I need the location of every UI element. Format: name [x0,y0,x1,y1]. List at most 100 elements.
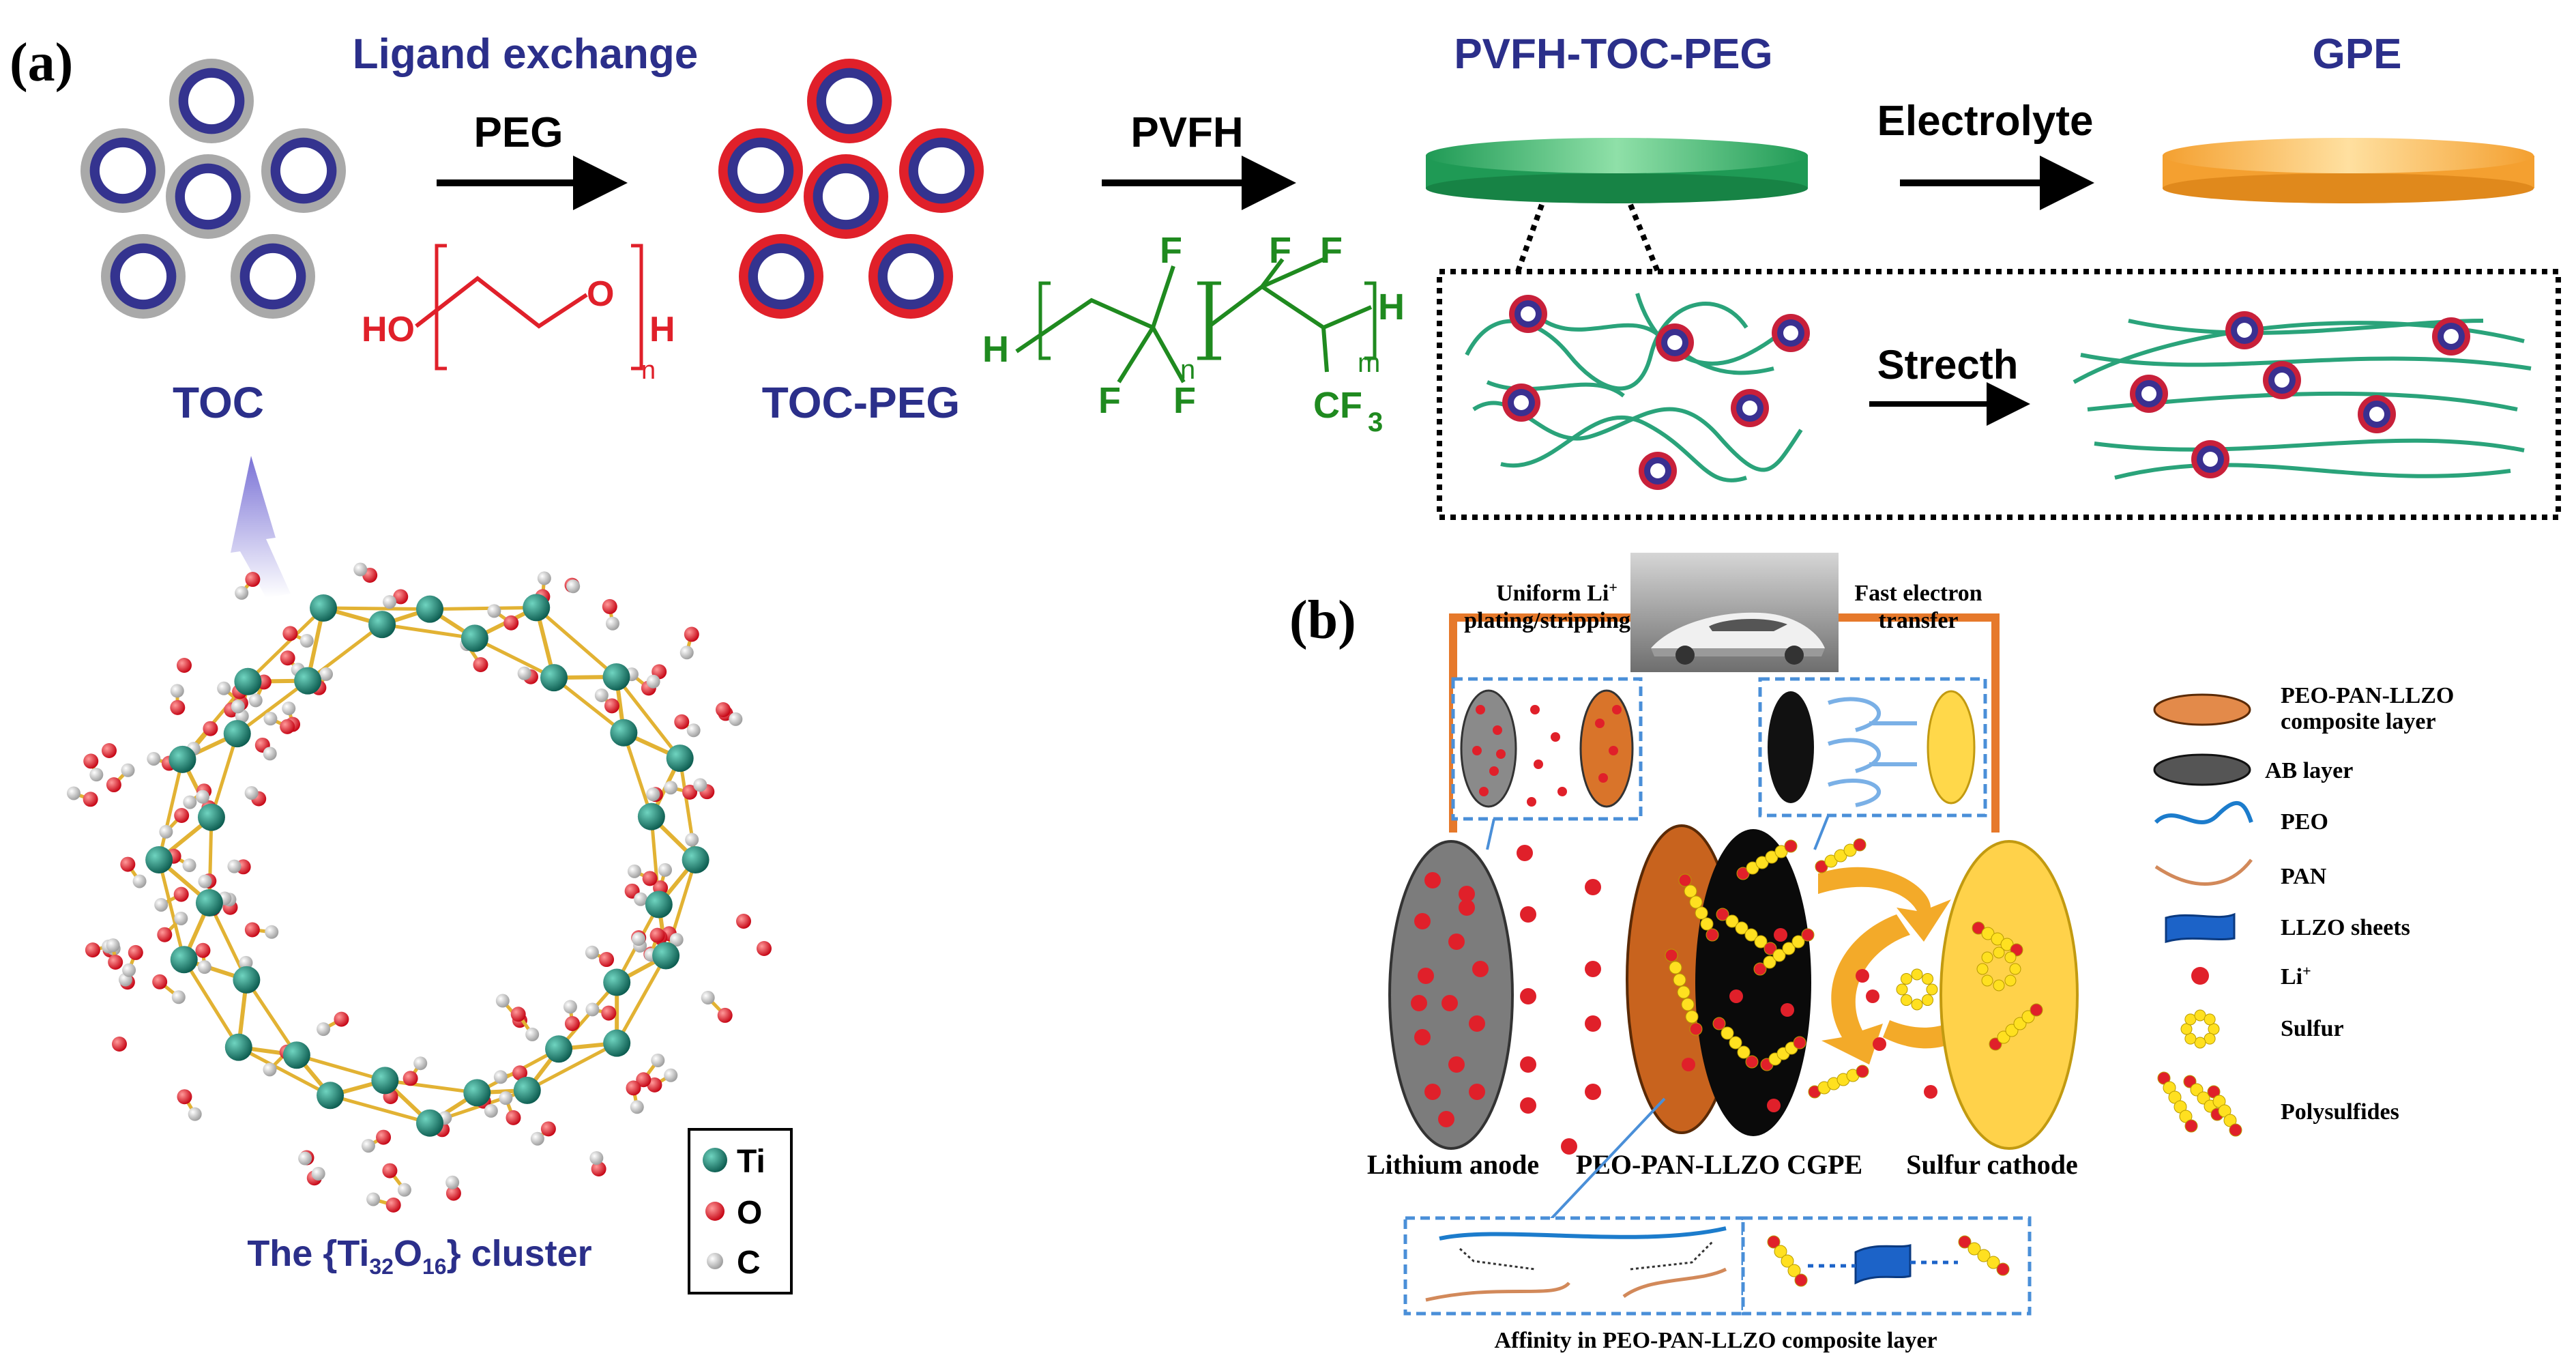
pvfh-toc-peg-label: PVFH-TOC-PEG [1454,31,1772,78]
llzo-legend-label: LLZO sheets [2281,915,2410,940]
c-atom [121,763,135,777]
anode-li-ion [1424,872,1441,888]
cgpe-li-ion [1781,1003,1794,1017]
c-atom [589,1151,604,1165]
cgpe-polysulfides [1665,839,1815,1112]
sulfur-atom [1900,972,1912,985]
stretched-particle-hole [2237,323,2252,338]
free-li-ion [1517,845,1533,861]
c-atom [248,693,263,708]
c-atom [669,933,684,947]
ti-atom [513,1076,541,1104]
c-atom [147,751,161,766]
o-atom [445,1185,461,1201]
c-atom [594,688,609,702]
polysulfide-atom [1763,942,1777,955]
o-atom [717,1007,733,1023]
ti-atom [169,745,196,773]
atom-legend: Ti O C [688,1128,793,1294]
o-atom [152,974,168,989]
polysulfide-atom [1782,942,1796,955]
ti-atom [197,803,225,831]
o-atom [636,1072,652,1088]
sulfur-legend-label: Sulfur [2281,1016,2344,1041]
stretched-particles [2130,311,2470,478]
affinity-label: Affinity in PEO-PAN-LLZO composite layer [1494,1328,1937,1353]
c-atom [239,955,253,970]
c-atom [132,874,147,888]
ti-atom [603,968,631,996]
ti-atom [317,1082,345,1110]
sulfur-atom [1911,998,1923,1011]
c-atom [319,667,333,681]
c-atom [566,579,581,594]
ti-atom [645,891,673,918]
pvfh-cf: CF [1313,385,1362,426]
o-atom [376,1129,392,1145]
sulfur-cathode-label: Sulfur cathode [1906,1149,2078,1180]
toc-particle-hole [249,252,297,300]
ti-atom [463,1079,491,1107]
stretched-particle-hole [2444,329,2459,344]
c-atom [361,1139,375,1153]
anode-li-ion [1424,1084,1441,1100]
c-atom [299,634,314,648]
polysulfide-atom [1684,884,1697,898]
free-li-ion [1561,1138,1577,1155]
o-atom [736,914,751,929]
pvfh-chain-1 [1015,298,1154,353]
c-legend-dot [707,1253,723,1269]
c-atom [631,932,645,946]
pvfh-chain-2 [1206,284,1373,330]
electrolyte-label: Electrolyte [1877,98,2093,145]
c-atom [651,1053,665,1067]
stretched-particle-hole [2369,407,2384,422]
panel-b-legend: PEO-PAN-LLZO composite layer AB layer PE… [2153,683,2454,1137]
polysulfide-atom [1794,1273,1808,1287]
c-atom [159,824,173,839]
ti-atom [310,594,338,622]
c-atom [188,1107,202,1121]
cgpe-li-ion [1729,989,1743,1003]
polysulfide-atom [1754,935,1768,949]
c-atom [701,991,715,1005]
anode-li-ion [1411,995,1427,1011]
polysulfide-atom [1853,838,1867,852]
ti-o-bond [323,606,430,611]
ti-atom [682,846,709,873]
o-atom [245,572,261,588]
c-atom [517,666,531,680]
stretched-particle-hole [2274,373,2289,388]
ti-atom [170,946,198,974]
cgpe-li-ion [1774,928,1787,942]
anode-li-ion [1414,913,1431,929]
ti-atom [460,624,488,652]
pvfh-f1-bond [1151,265,1175,328]
c-atom [537,571,551,585]
toc-peg-particle-hole [757,252,805,300]
toc-particle-hole [119,252,167,300]
polysulfide-atom [2184,1119,2198,1133]
anode-li-ion [1472,961,1489,977]
li-ion [1534,759,1543,769]
free-li-ion [1585,1015,1601,1032]
ti-o-bond [207,817,214,903]
polysulfide-atom [1745,1055,1759,1069]
cgpe-li-ion [1767,1099,1781,1112]
li-ion [1489,766,1499,776]
c-atom [484,1103,498,1118]
c-atom [265,925,279,939]
c-atom [383,595,397,609]
o-atom [473,657,488,673]
anode-li-ion [1469,1084,1485,1100]
toc-particle-hole [280,147,327,194]
o-atom [173,886,189,902]
polysulfide-atom [2229,1123,2242,1137]
ti-o-bond [381,622,475,640]
sulfur-legend-icon [2180,1009,2220,1049]
plating-label: plating/stripping [1464,608,1630,633]
pvfh-f5-bond [1261,257,1325,289]
peg-formula: HO O H n [362,244,675,385]
free-li-ion [1520,906,1536,923]
